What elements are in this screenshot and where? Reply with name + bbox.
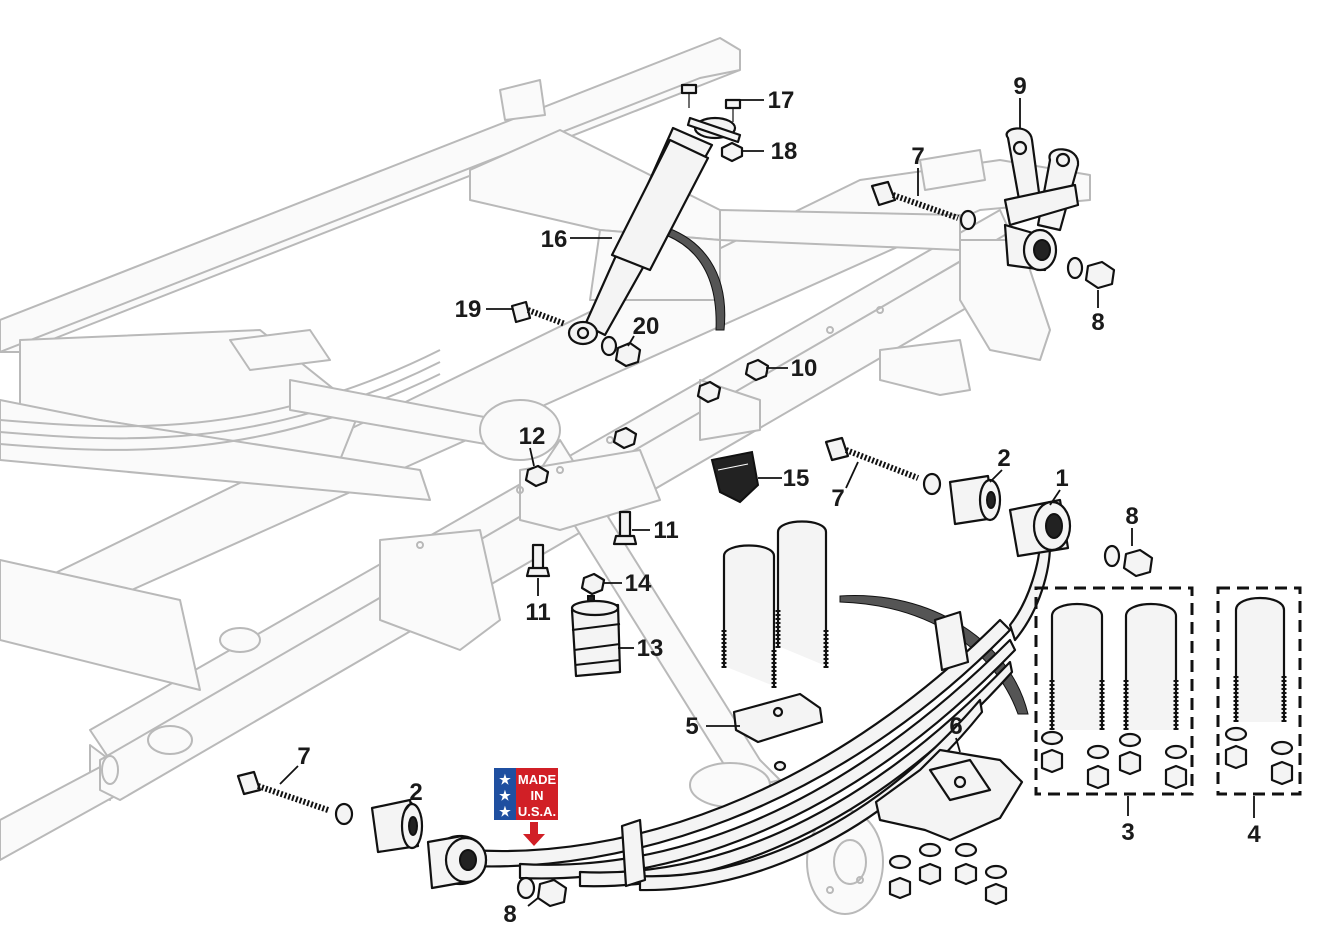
made-in-usa-badge: ★ ★ ★ MADE IN U.S.A. — [494, 768, 558, 846]
jounce-bumper — [570, 595, 622, 678]
leader-lines — [279, 98, 1255, 907]
frame-nut — [524, 464, 550, 488]
shock-upper-bolt — [680, 83, 742, 122]
u-bolt-plate — [732, 692, 824, 744]
callout-15: 15 — [783, 465, 810, 492]
callout-1: 1 — [1055, 465, 1068, 492]
callout-18: 18 — [771, 138, 798, 165]
shock-upper-nut — [720, 141, 744, 163]
shock-lower-bolt — [510, 300, 567, 327]
u-bolt-nuts — [888, 842, 1008, 906]
callout-14: 14 — [625, 570, 652, 597]
shackle-bolt — [870, 180, 977, 231]
rear-eye-bolt — [824, 436, 942, 496]
rear-eye-nut — [1103, 544, 1154, 578]
badge-line-3: U.S.A. — [518, 804, 556, 819]
callout-16: 16 — [541, 226, 568, 253]
bump-pad — [710, 450, 760, 504]
callout-9: 9 — [1013, 73, 1026, 100]
badge-star-icon: ★ — [499, 772, 511, 787]
rear-spring-bushing — [948, 474, 1002, 526]
callout-2-rear: 2 — [997, 445, 1010, 472]
badge-blue-field — [494, 768, 516, 820]
front-spring-bushing — [370, 798, 424, 854]
shock-absorber — [567, 116, 742, 346]
callout-5: 5 — [685, 713, 698, 740]
callout-12: 12 — [519, 423, 546, 450]
shock-lower-nut — [600, 335, 642, 368]
callout-19: 19 — [455, 296, 482, 323]
callout-4: 4 — [1247, 821, 1261, 848]
callout-2-front: 2 — [409, 779, 422, 806]
badge-star-icon: ★ — [499, 804, 511, 819]
u-bolts — [721, 520, 829, 688]
callout-8-top: 8 — [1091, 309, 1104, 336]
callout-6: 6 — [949, 713, 962, 740]
callout-7-top: 7 — [911, 143, 924, 170]
badge-star-icon: ★ — [499, 788, 511, 803]
spring-seat — [773, 748, 1024, 842]
callout-17: 17 — [768, 87, 795, 114]
leaf-spring — [426, 498, 1072, 892]
callout-13: 13 — [637, 635, 664, 662]
motion-arcs — [667, 227, 1029, 715]
jounce-bumper-nut — [580, 572, 606, 596]
callout-11-right: 11 — [653, 517, 678, 544]
spring-shackle — [1003, 127, 1080, 272]
bump-stop-bolts — [525, 510, 638, 578]
callout-7-front: 7 — [297, 743, 310, 770]
badge-red-field — [516, 768, 558, 820]
callout-20: 20 — [633, 313, 660, 340]
callout-8-rear: 8 — [1125, 503, 1138, 530]
callout-8-front: 8 — [503, 901, 516, 928]
callout-11-left: 11 — [525, 599, 550, 626]
u-bolt-kit-box — [1034, 586, 1194, 796]
single-u-bolt-kit-box — [1216, 586, 1302, 796]
callout-3: 3 — [1121, 819, 1134, 846]
shackle-nut — [1066, 256, 1116, 290]
callout-7-rear: 7 — [831, 485, 844, 512]
vehicle-frame — [0, 37, 1091, 915]
front-eye-bolt — [236, 770, 354, 826]
badge-arrow-icon — [523, 822, 545, 846]
bump-stop-nut — [612, 358, 770, 450]
callout-numbers: 1 2 2 3 4 5 6 7 7 7 8 8 8 9 10 11 11 12 … — [297, 73, 1261, 928]
callout-10: 10 — [791, 355, 818, 382]
badge-line-1: MADE — [518, 772, 557, 787]
badge-line-2: IN — [531, 788, 544, 803]
front-eye-nut — [516, 876, 568, 908]
